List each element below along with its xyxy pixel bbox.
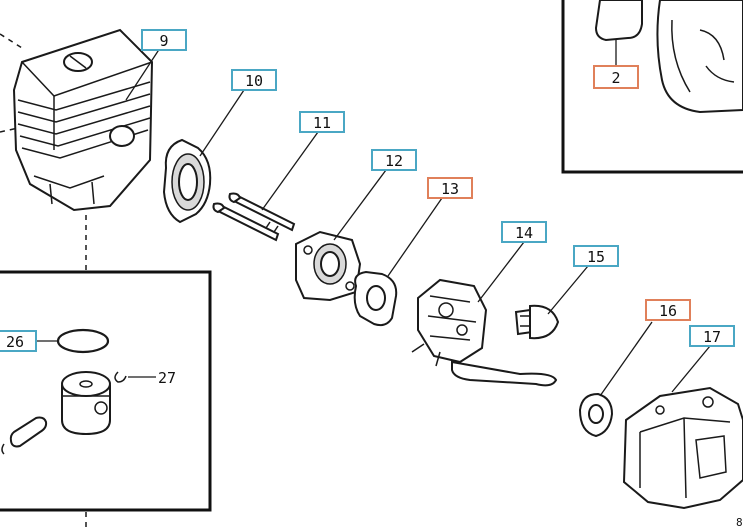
callout-10: 10 xyxy=(231,69,277,91)
carburetor xyxy=(411,278,558,387)
primer-bulb xyxy=(514,304,560,340)
air-filter-housing xyxy=(622,386,743,510)
callout-13-label: 13 xyxy=(441,180,459,198)
circlip-left xyxy=(1,443,5,455)
callout-11-label: 11 xyxy=(313,114,331,132)
filter-pad-shape xyxy=(594,0,643,42)
callout-2: 2 xyxy=(593,65,639,89)
piston xyxy=(61,371,111,436)
callout-26: 26 xyxy=(0,330,37,352)
callout-16-label: 16 xyxy=(659,302,677,320)
dashed-guide-top xyxy=(0,33,23,49)
callout-11: 11 xyxy=(299,111,345,133)
housing-partial-detail xyxy=(671,19,735,93)
leader-12 xyxy=(333,169,387,241)
inset-top-right-frame xyxy=(561,0,743,174)
leader-13 xyxy=(387,197,443,277)
circlip xyxy=(114,371,127,383)
corner-fragment-label: 8 xyxy=(736,516,743,529)
callout-10-label: 10 xyxy=(245,72,263,90)
callout-9: 9 xyxy=(141,29,187,51)
callout-12-label: 12 xyxy=(385,152,403,170)
callout-26-label: 26 xyxy=(6,333,24,351)
leader-17 xyxy=(671,345,711,393)
callout-9-label: 9 xyxy=(159,32,168,50)
callout-16: 16 xyxy=(645,299,691,321)
piston-ring xyxy=(56,328,110,354)
bolts xyxy=(212,192,296,242)
intake-boot xyxy=(162,138,212,224)
carburetor-adapter xyxy=(295,230,362,302)
leader-10 xyxy=(199,89,245,157)
gasket-small xyxy=(578,392,614,438)
inset-bottom-left-frame xyxy=(0,270,212,512)
gasket xyxy=(353,270,398,327)
callout-15-label: 15 xyxy=(587,248,605,266)
callout-12: 12 xyxy=(371,149,417,171)
dashed-guide-mid xyxy=(0,127,19,133)
callout-15: 15 xyxy=(573,245,619,267)
inset-bottom-left xyxy=(0,270,212,512)
callout-17: 17 xyxy=(689,325,735,347)
callout-14: 14 xyxy=(501,221,547,243)
leader-15 xyxy=(547,265,589,315)
callout-2-label: 2 xyxy=(611,69,620,87)
callout-14-label: 14 xyxy=(515,224,533,242)
leader-11 xyxy=(261,131,319,211)
callout-17-label: 17 xyxy=(703,328,721,346)
leader-9 xyxy=(125,47,161,101)
callout-13: 13 xyxy=(427,177,473,199)
leader-14 xyxy=(477,241,525,303)
housing-partial xyxy=(656,0,743,114)
inset-top-right xyxy=(561,0,743,174)
cylinder xyxy=(12,28,154,212)
label-27: 27 xyxy=(158,369,176,387)
leader-16 xyxy=(599,321,653,397)
piston-pin xyxy=(9,416,48,448)
